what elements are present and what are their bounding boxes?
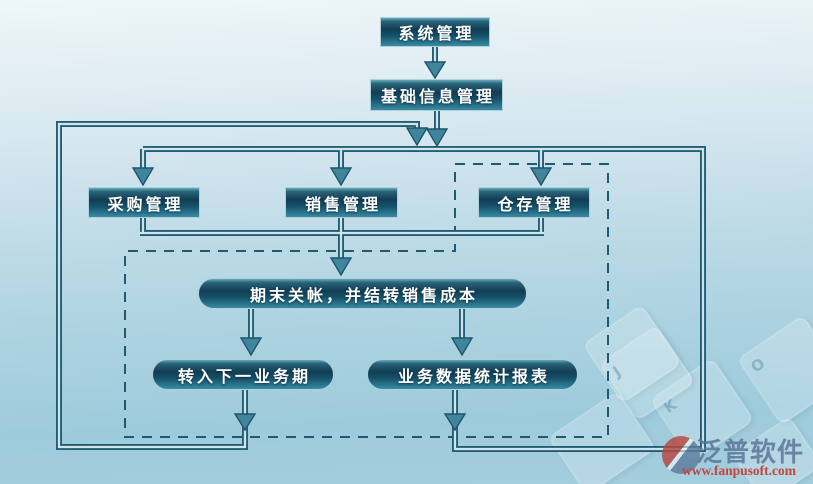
wire-inner-group bbox=[57, 47, 705, 451]
arrow-down-icon bbox=[329, 167, 353, 187]
fanpu-logo-icon bbox=[662, 436, 700, 474]
brand-watermark: 泛普软件 www.fanpusoft.com bbox=[656, 434, 812, 482]
node-sales-management: 销售管理 bbox=[285, 187, 398, 218]
arrow-down-icon bbox=[423, 61, 447, 80]
arrow-down-icon bbox=[425, 128, 449, 148]
brand-url: www.fanpusoft.com bbox=[682, 463, 797, 478]
node-purchase-management: 采购管理 bbox=[88, 187, 200, 218]
dashed-region-outline bbox=[124, 163, 609, 438]
node-basic-info-management: 基础信息管理 bbox=[370, 79, 503, 111]
node-system-management: 系统管理 bbox=[380, 17, 490, 47]
arrow-down-icon bbox=[239, 337, 263, 357]
arrow-down-icon bbox=[405, 127, 429, 147]
arrow-down-icon bbox=[233, 413, 257, 432]
node-next-business-period: 转入下一业务期 bbox=[152, 359, 334, 390]
brand-name: 泛普软件 bbox=[696, 438, 805, 468]
node-period-end-closing: 期末关帐，并结转销售成本 bbox=[198, 278, 527, 309]
arrow-down-icon bbox=[131, 167, 155, 187]
arrowheads-group bbox=[131, 61, 553, 432]
node-warehouse-management: 仓存管理 bbox=[478, 187, 590, 218]
arrow-down-icon bbox=[450, 337, 474, 357]
arrow-down-icon bbox=[529, 167, 553, 187]
arrow-down-icon bbox=[443, 413, 467, 432]
node-business-data-report: 业务数据统计报表 bbox=[367, 359, 578, 390]
arrow-down-icon bbox=[329, 257, 353, 277]
